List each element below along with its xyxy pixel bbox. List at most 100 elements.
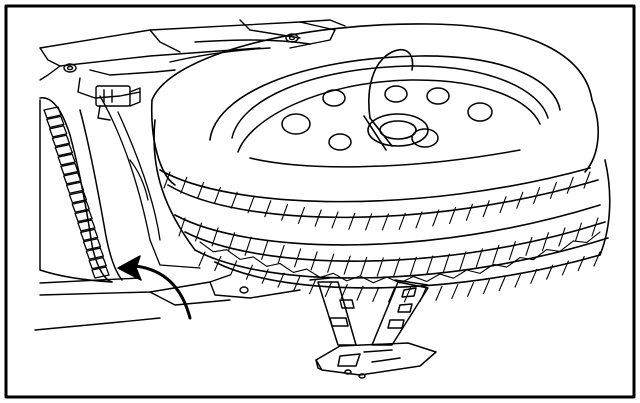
lug-holes [281,85,493,151]
tread-groove [426,255,434,275]
tread-groove [566,176,574,194]
tread-groove [583,171,591,189]
tread-groove [343,255,351,275]
tread-groove [482,200,490,218]
spare-tire-tread [163,171,601,303]
tread-groove [415,211,423,229]
figure-border [4,4,636,399]
tread-groove [324,281,332,297]
tread-groove [281,203,289,221]
tread-groove [432,209,440,227]
tread-groove [230,260,238,276]
tread-groove [435,285,443,301]
tread-groove [314,209,322,227]
tread-groove [211,227,219,247]
tread-groove [180,176,188,194]
underbody-bolt [63,33,299,294]
tread-groove [376,257,384,277]
tread-groove [261,240,269,261]
tread-groove [194,222,203,242]
tread-groove [409,256,417,276]
tread-block [48,125,68,138]
tread-groove [467,281,475,297]
tread-block [85,247,105,260]
tread-groove [541,232,549,252]
tread-groove [360,256,368,276]
tread-groove [558,227,566,247]
tread-groove [356,285,364,301]
tread-groove [213,186,221,205]
tread-groove [398,212,406,230]
tread-block [80,228,99,242]
tread-groove [561,260,569,276]
tread-groove [530,268,538,284]
tread-groove [388,287,396,303]
tread-groove [403,287,411,303]
tread-block [88,256,107,270]
tread-groove [247,196,255,214]
tread-block [43,106,62,119]
tread-block [51,134,71,147]
tread-groove [577,255,585,272]
tread-block [71,200,90,213]
hoist-cable [363,48,414,151]
tread-groove [499,196,507,214]
tread-groove [178,217,186,237]
tread-groove [508,240,516,261]
spare-wheel-rim [231,65,549,168]
tread-groove [393,257,401,277]
rear-wheel-tread [43,106,110,279]
tread-groove [591,217,599,237]
tread-block [46,115,65,129]
tread-groove [525,236,533,256]
scissor-jack [309,277,437,379]
tread-groove [261,268,269,284]
direction-arrow-curve [133,264,192,320]
tread-groove [310,251,318,271]
tread-block [63,172,82,185]
frame-rail [34,274,301,331]
tread-groove [516,191,524,209]
tread-groove [230,191,238,209]
tread-groove [533,186,541,205]
tread-groove [574,222,583,242]
tread-groove [449,206,457,225]
tread-groove [442,253,450,273]
tread-block [65,181,85,194]
rear-wheel-tire [39,97,123,283]
tread-block [77,219,96,232]
tread-groove [365,213,373,231]
tread-groove [228,232,236,252]
tread-groove [197,181,205,199]
tread-groove [492,244,500,264]
tread-groove [277,244,285,264]
tread-groove [198,251,206,267]
tread-groove [482,279,490,295]
tread-block [91,266,110,279]
tread-groove [498,276,506,292]
tread-groove [293,276,301,292]
tread-block [60,162,79,176]
tread-groove [549,181,557,199]
tread-groove [475,248,483,268]
tread-groove [294,248,302,268]
tread-block [57,153,76,166]
tread-groove [381,213,389,231]
tread-groove [593,251,601,267]
tread-block [54,143,73,157]
tread-groove [331,211,339,229]
underbody-panel [39,19,346,99]
tread-block [68,191,88,204]
tread-block [74,209,93,223]
tread-groove [163,171,171,189]
tread-groove [451,284,459,300]
tread-groove [214,255,222,272]
tread-groove [348,212,356,230]
tread-groove [372,286,380,302]
tread-groove [277,272,285,288]
direction-arrow-head [117,255,142,281]
tread-block [82,238,102,251]
tread-groove [244,236,252,256]
